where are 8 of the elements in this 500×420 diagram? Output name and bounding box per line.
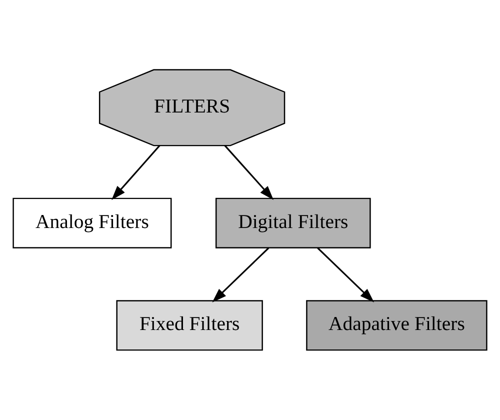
arrow <box>212 247 270 302</box>
arrow <box>317 247 374 302</box>
arrow <box>224 145 274 200</box>
node-box: Fixed Filters <box>116 300 263 351</box>
node-box: Adapative Filters <box>306 300 488 351</box>
node-box: Analog Filters <box>12 198 172 248</box>
node-box: Digital Filters <box>215 198 371 248</box>
arrow <box>112 145 160 200</box>
